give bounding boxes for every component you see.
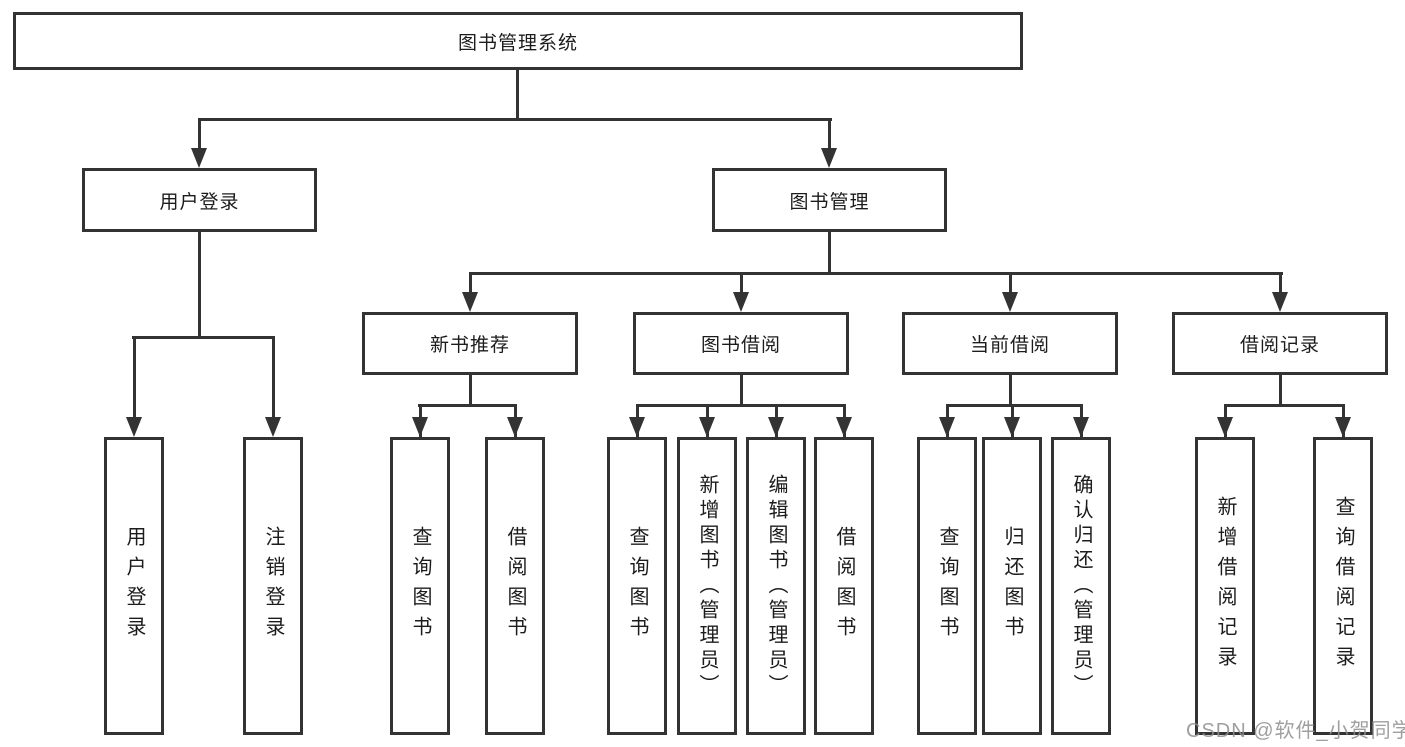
node-current-borrow: 当前借阅 [902,312,1118,375]
leaf-current-confirm-return-admin: 确认归还（管理员） [1051,437,1111,735]
connector [1009,375,1012,407]
connector [946,404,1083,407]
arrow-down-icon [191,148,207,168]
leaf-borrow-edit-books-admin-label: 编辑图书（管理员） [765,473,787,699]
connector [516,70,519,118]
leaf-recommend-borrow-books-label: 借阅图书 [504,526,526,646]
arrow-down-icon [1073,417,1089,437]
connector [133,336,136,421]
connector [198,118,201,150]
node-user-login-label: 用户登录 [159,191,240,213]
leaf-recommend-query-books: 查询图书 [390,437,450,735]
leaf-borrow-add-books-admin: 新增图书（管理员） [677,437,737,735]
leaf-recommend-query-books-label: 查询图书 [409,526,431,646]
connector [740,272,743,294]
node-book-borrow: 图书借阅 [633,312,849,375]
leaf-recommend-borrow-books: 借阅图书 [485,437,545,735]
node-book-management-label: 图书管理 [789,191,870,213]
node-user-login: 用户登录 [82,168,317,232]
arrow-down-icon [1272,292,1288,312]
leaf-current-confirm-return-admin-label: 确认归还（管理员） [1070,473,1092,699]
connector [636,404,846,407]
leaf-borrow-add-books-admin-label: 新增图书（管理员） [696,473,718,699]
leaf-borrow-query-books-label: 查询图书 [626,526,648,646]
node-new-book-recommend-label: 新书推荐 [429,335,510,356]
leaf-user-login-label: 用户登录 [123,526,145,646]
leaf-borrow-query-books: 查询图书 [607,437,667,735]
arrow-down-icon [1002,292,1018,312]
node-new-book-recommend: 新书推荐 [362,312,578,375]
arrow-down-icon [126,417,142,437]
arrow-down-icon [699,417,715,437]
leaf-borrow-borrow-books-label: 借阅图书 [833,526,855,646]
arrow-down-icon [629,417,645,437]
node-book-management: 图书管理 [712,168,947,232]
arrow-down-icon [1217,417,1233,437]
connector [1224,404,1344,407]
arrow-down-icon [733,292,749,312]
arrow-down-icon [462,292,478,312]
connector [469,272,1283,275]
leaf-records-query-record: 查询借阅记录 [1313,437,1373,735]
leaf-user-login: 用户登录 [104,437,164,735]
node-current-borrow-label: 当前借阅 [969,335,1050,356]
connector [272,336,275,421]
leaf-logout: 注销登录 [243,437,303,735]
connector [1279,375,1282,407]
leaf-borrow-borrow-books: 借阅图书 [814,437,874,735]
leaf-borrow-edit-books-admin: 编辑图书（管理员） [746,437,806,735]
leaf-current-query-books-label: 查询图书 [936,526,958,646]
connector [469,272,472,294]
connector [132,336,274,339]
arrow-down-icon [1335,417,1351,437]
arrow-down-icon [836,417,852,437]
leaf-logout-label: 注销登录 [262,526,284,646]
connector [1279,272,1282,294]
arrow-down-icon [939,417,955,437]
connector [418,404,517,407]
leaf-records-query-record-label: 查询借阅记录 [1332,496,1354,676]
node-root-label: 图书管理系统 [457,32,578,54]
connector [1009,272,1012,294]
node-root: 图书管理系统 [13,12,1023,70]
node-borrow-records: 借阅记录 [1172,312,1388,375]
arrow-down-icon [507,417,523,437]
connector [198,232,201,339]
leaf-current-query-books: 查询图书 [917,437,977,735]
leaf-records-add-record: 新增借阅记录 [1195,437,1255,735]
connector [828,232,831,275]
watermark: CSDN @软件_小贺同学 [1186,720,1405,742]
node-book-borrow-label: 图书借阅 [700,335,781,356]
leaf-current-return-books-label: 归还图书 [1001,526,1023,646]
leaf-records-add-record-label: 新增借阅记录 [1214,496,1236,676]
arrow-down-icon [265,417,281,437]
arrow-down-icon [768,417,784,437]
arrow-down-icon [412,417,428,437]
connector [828,118,831,150]
node-borrow-records-label: 借阅记录 [1239,335,1320,356]
connector [469,375,472,407]
connector [198,118,832,121]
arrow-down-icon [1004,417,1020,437]
arrow-down-icon [821,148,837,168]
leaf-current-return-books: 归还图书 [982,437,1042,735]
connector [740,375,743,407]
